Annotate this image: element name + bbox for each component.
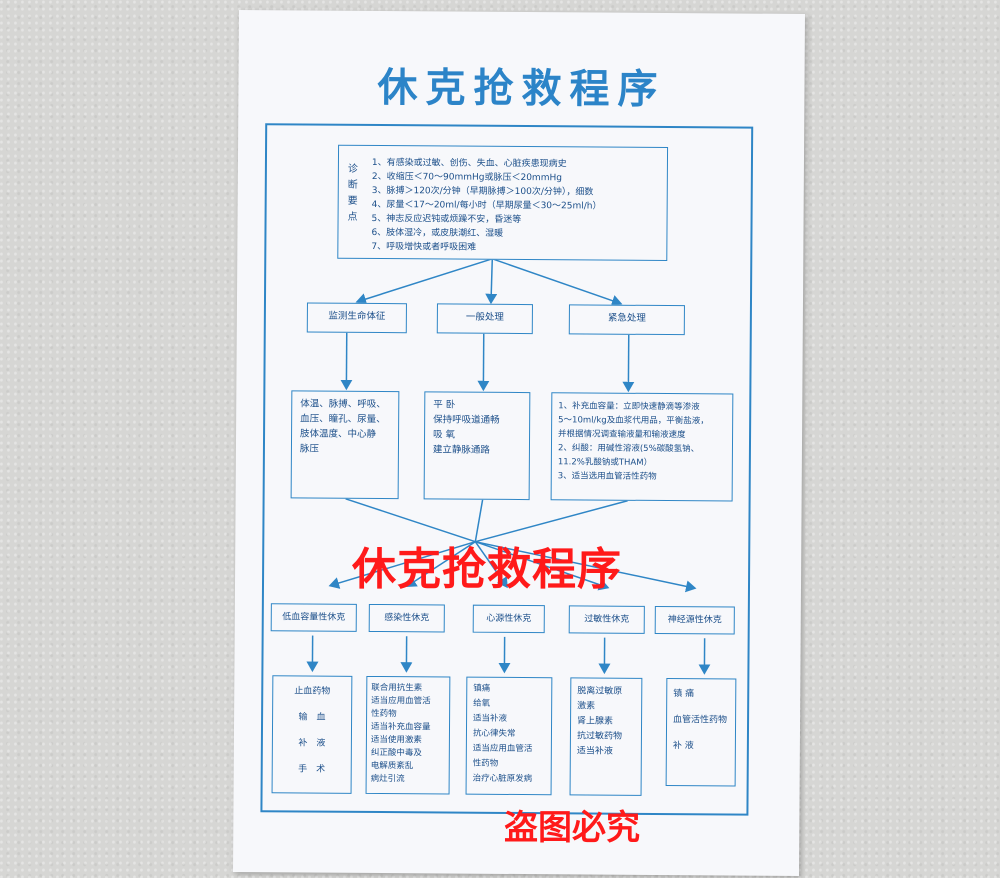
- diagnosis-item: 7、呼吸增快或者呼吸困难: [371, 241, 477, 253]
- general-detail-line: 吸 氧: [433, 429, 456, 441]
- monitor-detail-line: 肢体温度、中心静: [300, 428, 377, 441]
- general-treatment-box: 一般处理: [436, 303, 533, 335]
- treatment-line: 病灶引流: [370, 773, 405, 785]
- treatment-line: 治疗心脏原发病: [472, 773, 533, 785]
- monitor-detail-line: 脉压: [299, 443, 320, 455]
- treatment-line: 电解质紊乱: [370, 760, 414, 772]
- treatment-line: 手 术: [298, 764, 326, 775]
- treatment-line: 性药物: [472, 758, 499, 769]
- treatment-line: 抗过敏药物: [576, 731, 623, 742]
- emergency-detail-line: 2、纠酸：用碱性溶液(5%碳酸氢钠、: [557, 443, 700, 455]
- treatment-line: 补 液: [298, 738, 326, 749]
- emergency-detail-line: 1、补充血容量：立即快速静滴等渗液: [558, 401, 700, 413]
- diagnosis-side-label: 诊断要点: [347, 163, 358, 223]
- treatment-line: 适当补液: [576, 746, 613, 757]
- treatment-line: 抗心律失常: [472, 728, 516, 739]
- general-detail-line: 建立静脉通路: [432, 444, 491, 456]
- treatment-line: 脱离过敏原: [577, 686, 623, 697]
- treatment-line: 纠正酸中毒及: [370, 747, 422, 759]
- treatment-line: 适当补充血容量: [370, 721, 431, 733]
- diagnosis-box: 诊断要点 1、有感染或过敏、创伤、失血、心脏疾患现病史 2、收缩压＜70～90m…: [337, 144, 669, 262]
- monitor-detail-line: 体温、脉搏、呼吸、: [300, 398, 386, 411]
- emergency-detail-line: 5～10ml/kg及血浆代用品，平衡盐液，: [558, 415, 709, 427]
- treatment-line: 适当应用血管活: [472, 743, 533, 755]
- treatment-line: 联合用抗生素: [371, 682, 423, 694]
- shock-type-hypovolemic: 低血容量性休克: [270, 603, 357, 632]
- monitor-details-box: 体温、脉搏、呼吸、 血压、瞳孔、尿量、 肢体温度、中心静 脉压: [290, 390, 400, 500]
- treatment-neurogenic-box: 镇 痛 血管活性药物 补 液: [665, 678, 737, 787]
- shock-type-septic: 感染性休克: [368, 603, 445, 633]
- treatment-line: 补 液: [672, 741, 694, 752]
- treatment-line: 适当使用激素: [370, 734, 422, 746]
- treatment-septic-box: 联合用抗生素 适当应用血管活 性药物 适当补充血容量 适当使用激素 纠正酸中毒及…: [365, 675, 451, 795]
- flowchart-connectors: [306, 258, 711, 675]
- watermark-bottom: 盗图必究: [504, 809, 640, 847]
- monitor-vitals-box: 监测生命体征: [306, 302, 407, 334]
- monitor-detail-line: 血压、瞳孔、尿量、: [300, 413, 386, 426]
- emergency-detail-line: 并根据情况调查输液量和输液速度: [558, 429, 686, 441]
- treatment-line: 止血药物: [294, 686, 331, 697]
- treatment-line: 肾上腺素: [577, 716, 614, 727]
- treatment-line: 血管活性药物: [673, 715, 728, 726]
- treatment-anaphylactic-box: 脱离过敏原 激素 肾上腺素 抗过敏药物 适当补液: [569, 677, 643, 796]
- treatment-cardiogenic-box: 镇痛 给氧 适当补液 抗心律失常 适当应用血管活 性药物 治疗心脏原发病: [465, 676, 553, 796]
- emergency-detail-line: 3、适当选用血管活性药物: [557, 471, 657, 482]
- shock-type-neurogenic: 神经源性休克: [654, 605, 735, 635]
- treatment-line: 镇 痛: [673, 689, 695, 700]
- treatment-line: 适当补液: [473, 713, 508, 724]
- general-detail-line: 平 卧: [433, 399, 456, 411]
- general-details-box: 平 卧 保持呼吸道通畅 吸 氧 建立静脉通路: [423, 391, 531, 501]
- shock-type-cardiogenic: 心源性休克: [472, 604, 545, 634]
- treatment-line: 给氧: [473, 698, 491, 709]
- treatment-line: 性药物: [371, 708, 397, 720]
- diagnosis-list: 1、有感染或过敏、创伤、失血、心脏疾患现病史 2、收缩压＜70～90mmHg或脉…: [371, 156, 602, 256]
- emergency-details-box: 1、补充血容量：立即快速静滴等渗液 5～10ml/kg及血浆代用品，平衡盐液， …: [550, 392, 734, 502]
- emergency-detail-line: 11.2%乳酸钠或THAM）: [557, 457, 653, 468]
- shock-type-anaphylactic: 过敏性休克: [568, 605, 645, 634]
- treatment-line: 激素: [577, 701, 596, 712]
- treatment-line: 适当应用血管活: [371, 695, 431, 707]
- poster: 休克抢救程序: [232, 10, 806, 876]
- treatment-hypovolemic-box: 止血药物 输 血 补 液 手 术: [271, 675, 353, 794]
- watermark-center: 休克抢救程序: [352, 545, 622, 594]
- treatment-line: 输 血: [298, 712, 326, 723]
- general-detail-line: 保持呼吸道通畅: [433, 414, 500, 426]
- treatment-line: 镇痛: [473, 683, 491, 694]
- emergency-treatment-box: 紧急处理: [568, 304, 685, 336]
